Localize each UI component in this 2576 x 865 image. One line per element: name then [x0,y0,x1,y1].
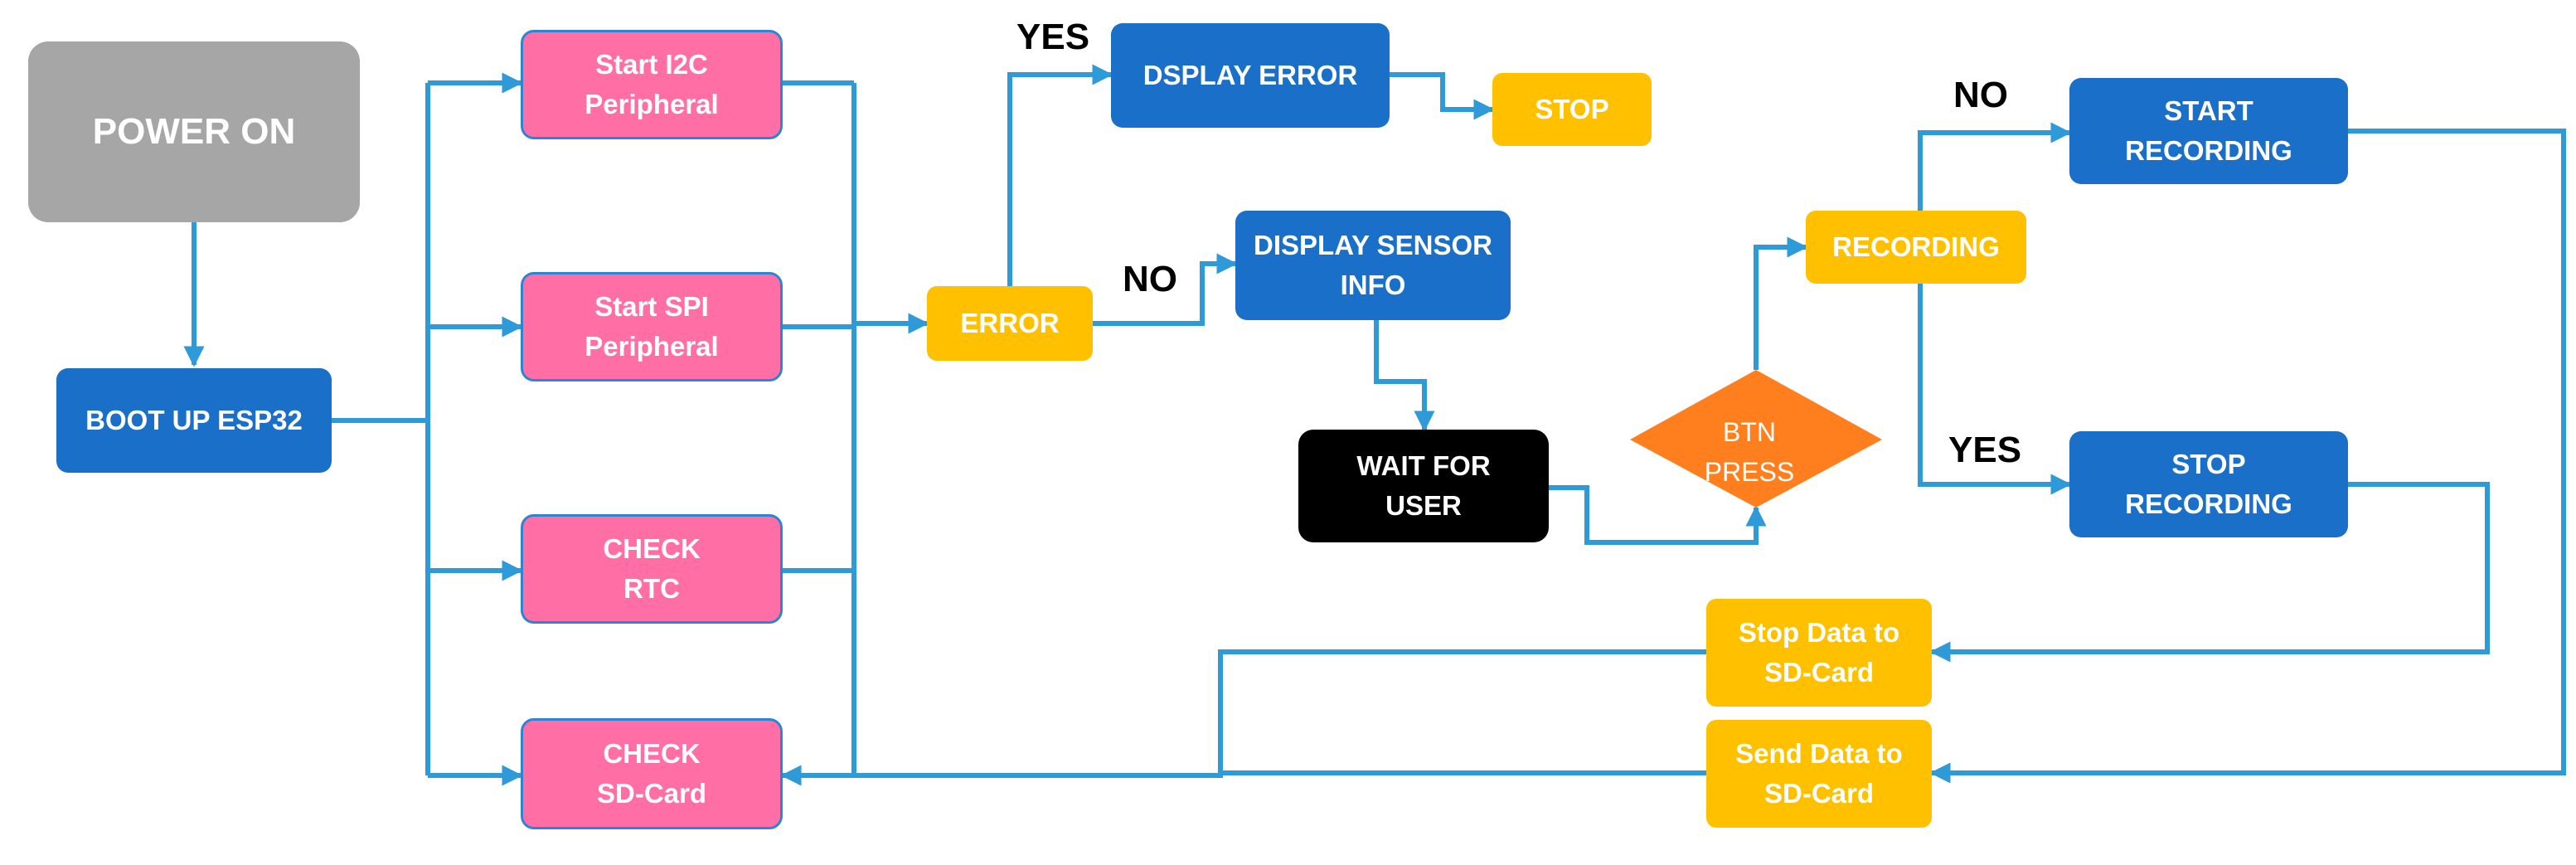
btn-press-diamond [1630,370,1882,508]
display-sensor-label-line1: DISPLAY SENSOR [1254,230,1492,260]
connector-stop-stopdata [1929,482,2490,663]
connector-dispError-stop [1390,72,1495,120]
send-data-node: Send Data to SD-Card [1706,720,1932,828]
connector-stopdata-sd [1218,649,1706,775]
btn-press-label-line1: BTN [1723,417,1776,447]
recording-node: RECORDING [1806,211,2026,284]
check-rtc-label-line1: CHECK [603,533,701,564]
connector-senddata-sd [780,765,1706,786]
recording-label: RECORDING [1832,231,2000,262]
send-data-label-line1: Send Data to [1735,738,1903,769]
start-i2c-node: Start I2C Peripheral [521,30,783,139]
send-data-label-line2: SD-Card [1763,778,1875,809]
stop-recording-node: STOP RECORDING [2069,431,2348,537]
boot-up-label: BOOT UP ESP32 [85,405,303,435]
display-sensor-node: DISPLAY SENSOR INFO [1235,211,1511,320]
connector-error-yes [1007,64,1113,286]
connector-error-no [1093,253,1238,326]
edge-label-error-yes: YES [1016,17,1090,57]
check-rtc-node: CHECK RTC [521,514,783,624]
error-node: ERROR [927,286,1093,361]
power-on-label: POWER ON [92,111,296,152]
stop-data-label-line1: Stop Data to [1738,617,1900,648]
wait-for-user-node: WAIT FOR USER [1298,430,1549,542]
stop-recording-label-line1: STOP [2171,449,2246,479]
check-rtc-label-line2: RTC [623,573,680,604]
start-spi-label-line2: Peripheral [585,331,719,362]
connector-recording-yes [1918,284,2072,495]
btn-press-label-line2: PRESS [1704,457,1795,487]
stop-data-label-line2: SD-Card [1763,657,1875,688]
display-sensor-label-line2: INFO [1340,270,1406,300]
edge-label-recording-yes: YES [1948,430,2022,470]
edge-label-error-no: NO [1123,259,1177,299]
start-recording-label-line1: START [2164,95,2253,126]
power-on-node: POWER ON [28,41,360,222]
display-error-label: DSPLAY ERROR [1142,60,1358,90]
stop-label: STOP [1535,94,1609,124]
wait-for-user-label-line1: WAIT FOR [1356,450,1491,481]
start-recording-label-line2: RECORDING [2125,135,2292,166]
stop-data-node: Stop Data to SD-Card [1706,599,1932,707]
stop-node: STOP [1492,73,1652,146]
edge-label-recording-no: NO [1953,75,2008,115]
error-label: ERROR [960,308,1060,338]
connector-start-send [1929,129,2566,784]
boot-up-node: BOOT UP ESP32 [56,368,332,473]
connector-recording-no [1918,122,2072,211]
connector-sensor-wait [1374,320,1435,432]
start-spi-node: Start SPI Peripheral [521,272,783,381]
stop-recording-label-line2: RECORDING [2125,488,2292,519]
start-i2c-label-line1: Start I2C [595,49,708,80]
wait-for-user-label-line2: USER [1385,490,1462,521]
start-recording-node: START RECORDING [2069,78,2348,184]
btn-press-label: BTN PRESS [1625,390,1874,514]
start-i2c-label-line2: Peripheral [585,89,719,119]
check-sd-node: CHECK SD-Card [521,718,783,829]
check-sd-label-line1: CHECK [603,738,701,769]
connector-btn-recording [1754,236,1808,370]
check-sd-label-line2: SD-Card [596,778,707,809]
display-error-node: DSPLAY ERROR [1111,23,1390,128]
connector-wait-btn [1549,485,1767,545]
start-spi-label-line1: Start SPI [594,291,709,322]
